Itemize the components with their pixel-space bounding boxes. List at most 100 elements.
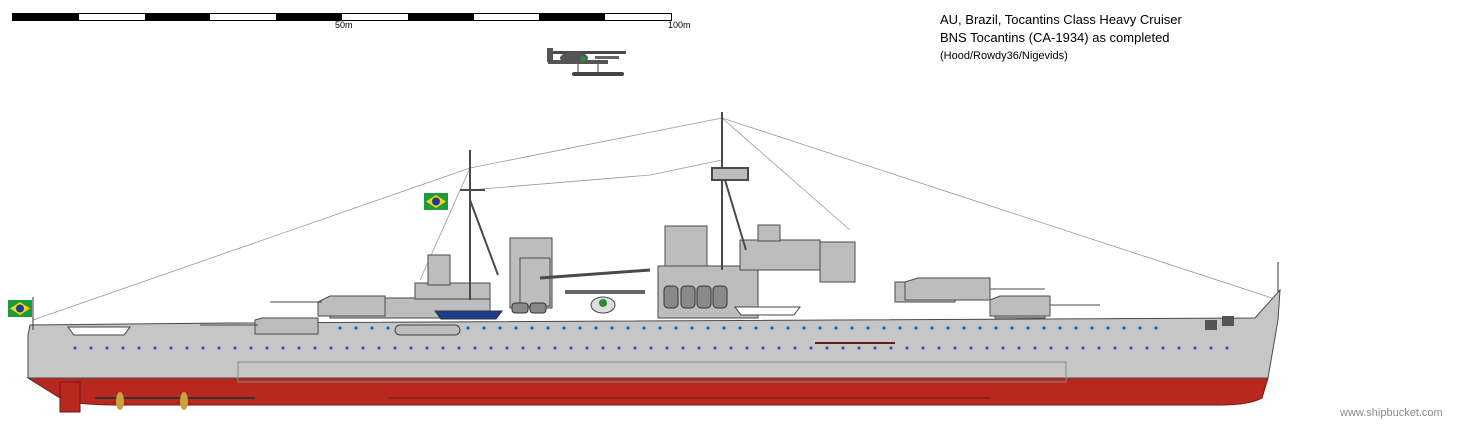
porthole-row xyxy=(73,326,1229,350)
porthole xyxy=(962,326,966,330)
porthole xyxy=(1074,326,1078,330)
porthole xyxy=(738,326,742,330)
porthole xyxy=(841,346,845,350)
porthole xyxy=(905,346,909,350)
porthole xyxy=(601,346,605,350)
porthole xyxy=(1122,326,1126,330)
floatplane-flying xyxy=(547,48,626,76)
porthole xyxy=(345,346,349,350)
porthole xyxy=(1225,346,1229,350)
porthole xyxy=(761,346,765,350)
porthole xyxy=(585,346,589,350)
scale-segment xyxy=(210,14,277,20)
porthole xyxy=(754,326,758,330)
porthole xyxy=(530,326,534,330)
porthole xyxy=(1097,346,1101,350)
porthole xyxy=(569,346,573,350)
catapult xyxy=(539,268,651,314)
rigging xyxy=(32,117,1279,321)
porthole xyxy=(338,326,342,330)
porthole xyxy=(89,346,93,350)
scale-segment xyxy=(78,14,145,20)
porthole xyxy=(978,326,982,330)
porthole xyxy=(873,346,877,350)
porthole xyxy=(937,346,941,350)
porthole xyxy=(1081,346,1085,350)
porthole xyxy=(706,326,710,330)
porthole xyxy=(537,346,541,350)
flag-brazil-stern xyxy=(8,300,32,317)
gun-turrets xyxy=(200,277,1100,335)
credit-line: (Hood/Rowdy36/Nigevids) xyxy=(940,50,1068,62)
porthole xyxy=(1113,346,1117,350)
porthole xyxy=(546,326,550,330)
porthole xyxy=(329,346,333,350)
porthole xyxy=(1161,346,1165,350)
porthole xyxy=(562,326,566,330)
porthole xyxy=(825,346,829,350)
porthole xyxy=(809,346,813,350)
porthole xyxy=(665,346,669,350)
porthole xyxy=(1065,346,1069,350)
porthole xyxy=(722,326,726,330)
porthole xyxy=(793,346,797,350)
porthole xyxy=(489,346,493,350)
porthole xyxy=(297,346,301,350)
porthole xyxy=(802,326,806,330)
porthole xyxy=(1090,326,1094,330)
porthole xyxy=(370,326,374,330)
porthole xyxy=(866,326,870,330)
porthole xyxy=(1017,346,1021,350)
porthole xyxy=(921,346,925,350)
scale-segment xyxy=(341,14,408,20)
title-ship: BNS Tocantins (CA-1934) as completed xyxy=(940,30,1170,45)
porthole xyxy=(1209,346,1213,350)
porthole xyxy=(185,346,189,350)
porthole xyxy=(617,346,621,350)
watermark: www.shipbucket.com xyxy=(1340,407,1443,419)
scale-segment xyxy=(276,14,342,20)
porthole xyxy=(457,346,461,350)
scale-segment xyxy=(605,14,671,20)
porthole xyxy=(249,346,253,350)
porthole xyxy=(1145,346,1149,350)
porthole xyxy=(105,346,109,350)
porthole xyxy=(153,346,157,350)
porthole xyxy=(770,326,774,330)
porthole xyxy=(658,326,662,330)
porthole xyxy=(745,346,749,350)
porthole xyxy=(642,326,646,330)
porthole xyxy=(994,326,998,330)
porthole xyxy=(441,346,445,350)
porthole xyxy=(857,346,861,350)
porthole xyxy=(1177,346,1181,350)
porthole xyxy=(610,326,614,330)
scale-segment xyxy=(539,14,606,20)
porthole xyxy=(1058,326,1062,330)
porthole xyxy=(466,326,470,330)
porthole xyxy=(169,346,173,350)
porthole xyxy=(1106,326,1110,330)
porthole xyxy=(889,346,893,350)
porthole xyxy=(729,346,733,350)
mainmast xyxy=(460,150,499,300)
porthole xyxy=(898,326,902,330)
anchors xyxy=(1205,316,1234,330)
porthole xyxy=(1033,346,1037,350)
porthole xyxy=(818,326,822,330)
title-class: AU, Brazil, Tocantins Class Heavy Cruise… xyxy=(940,12,1182,27)
scale-segment xyxy=(13,14,79,20)
porthole xyxy=(409,346,413,350)
porthole xyxy=(1049,346,1053,350)
porthole xyxy=(1010,326,1014,330)
porthole xyxy=(578,326,582,330)
flag-brazil-mast xyxy=(424,193,448,210)
porthole xyxy=(946,326,950,330)
porthole xyxy=(1154,326,1158,330)
porthole xyxy=(361,346,365,350)
porthole xyxy=(1001,346,1005,350)
porthole xyxy=(393,346,397,350)
porthole xyxy=(1193,346,1197,350)
porthole xyxy=(377,346,381,350)
porthole xyxy=(137,346,141,350)
